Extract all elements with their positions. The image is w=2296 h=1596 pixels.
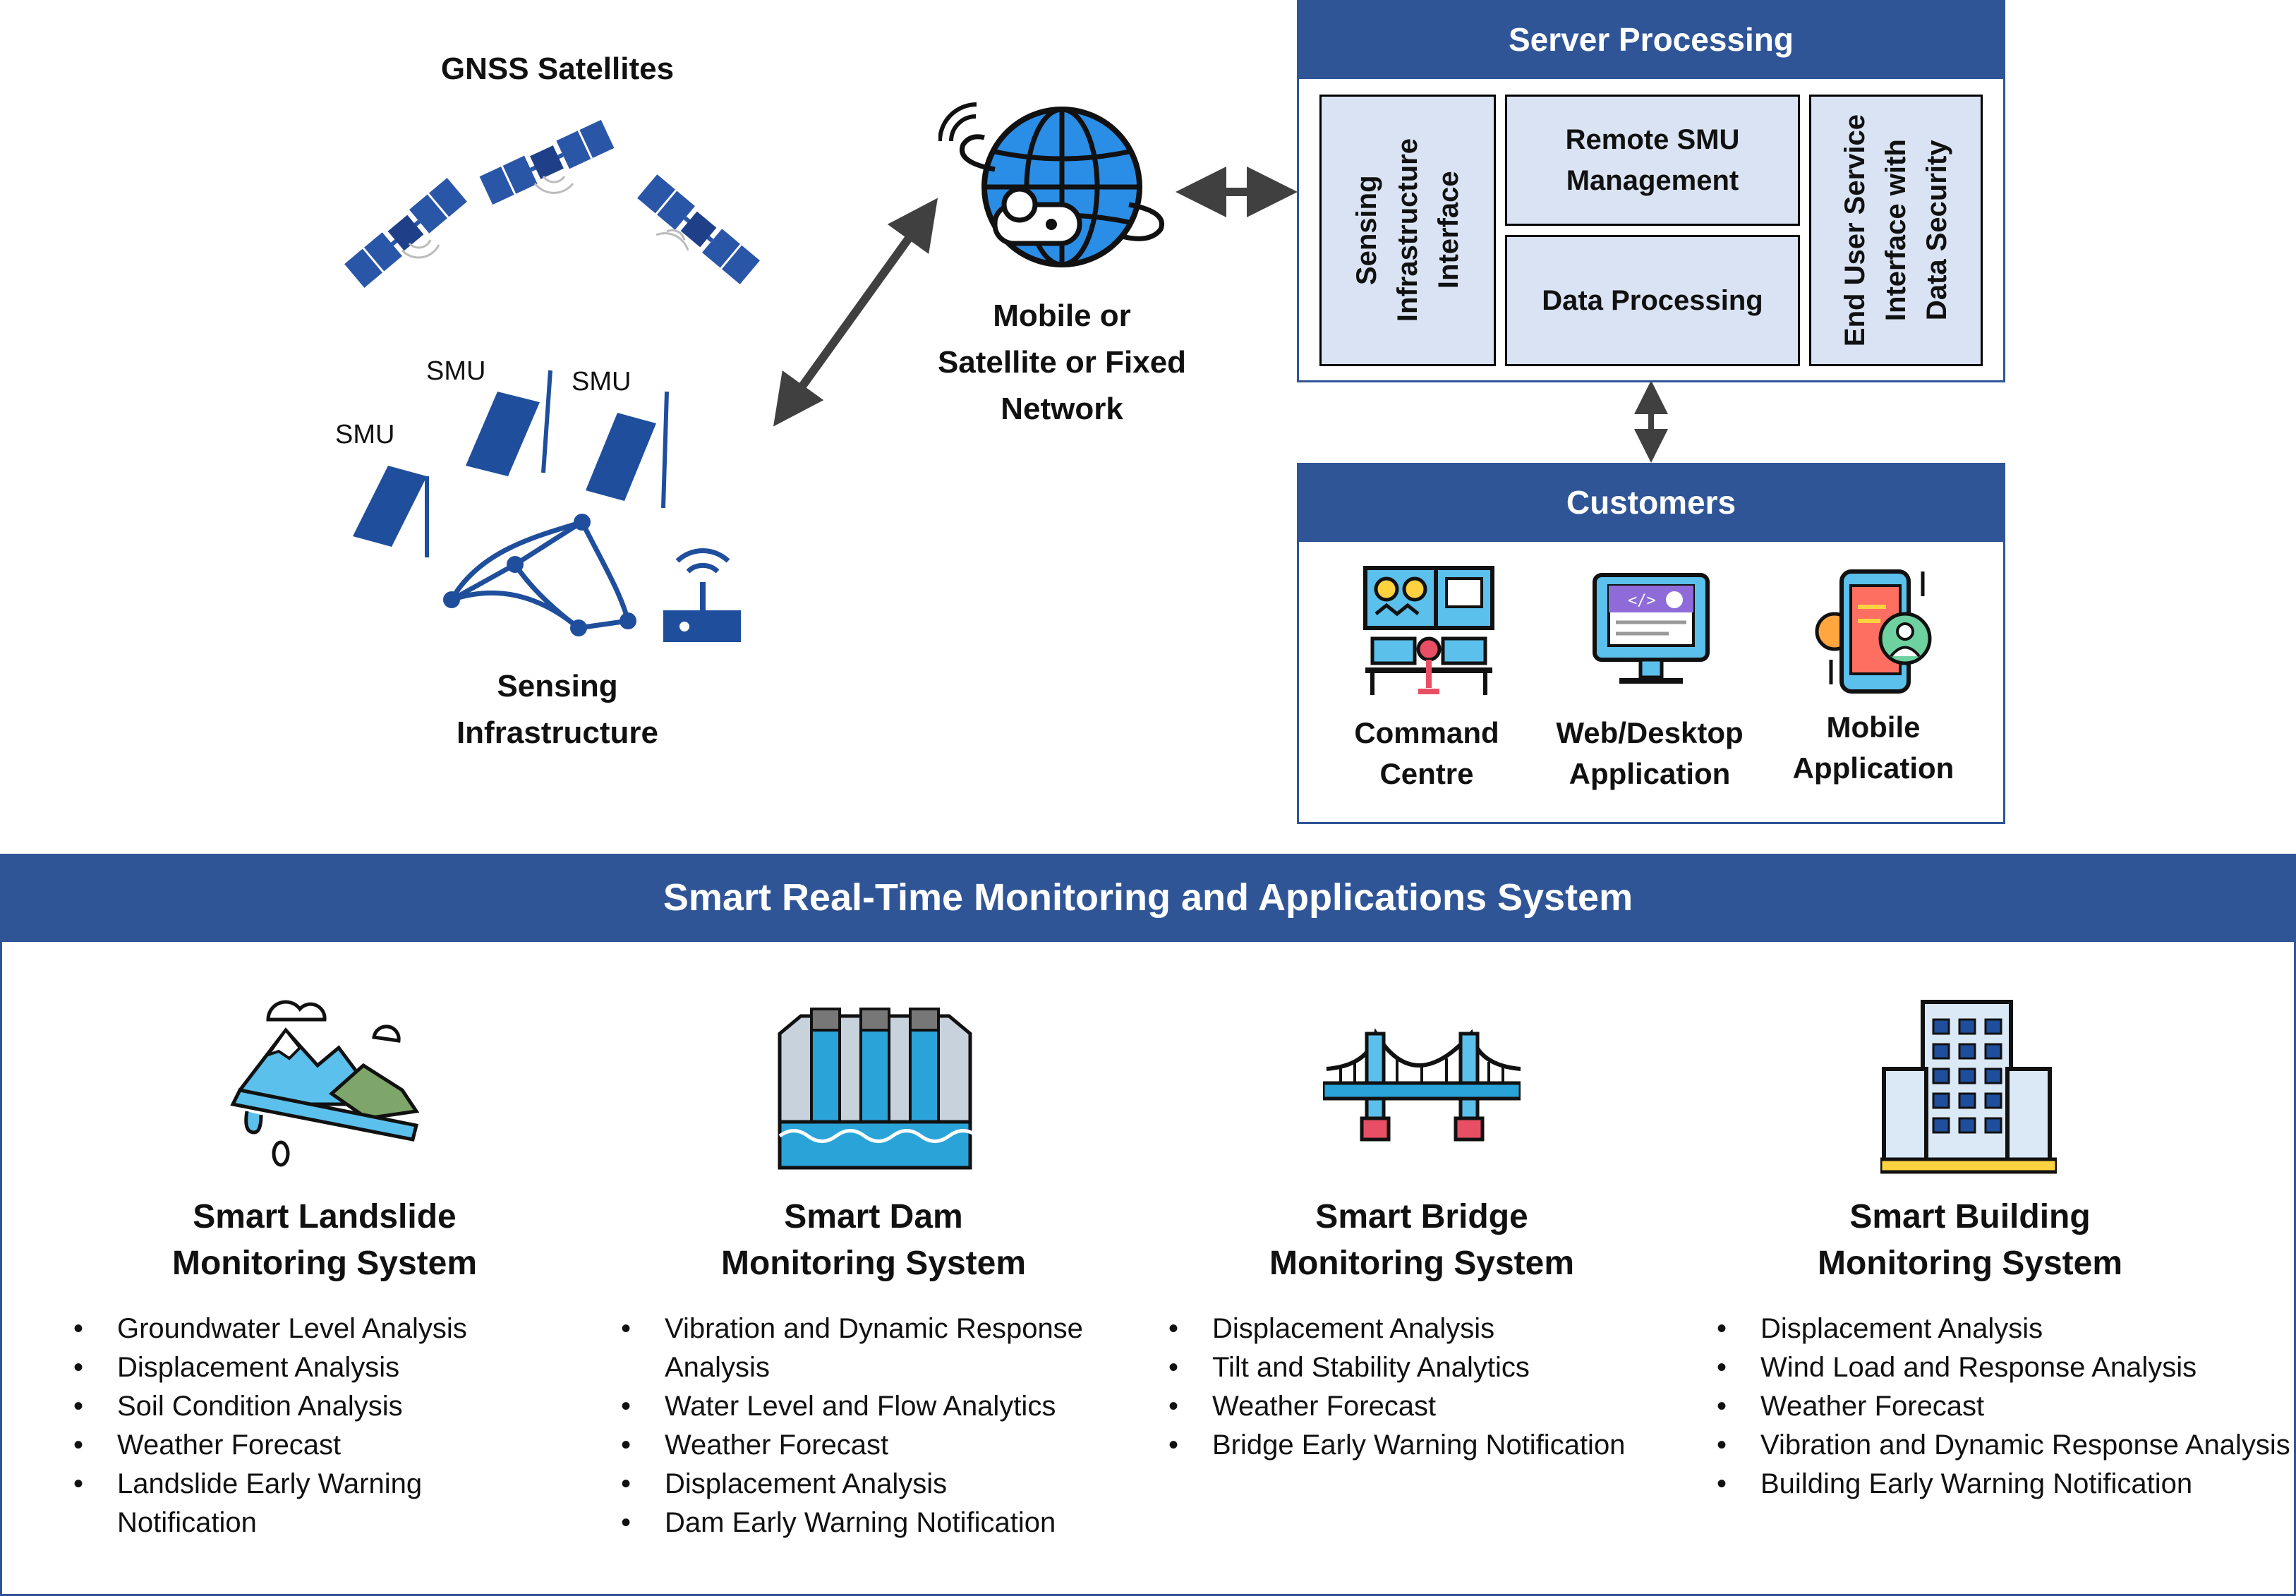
- list-item: Displacement Analysis: [1168, 1310, 1748, 1348]
- mobile-line2: Application: [1792, 751, 1954, 785]
- network-label-line2: Satellite or Fixed: [937, 345, 1187, 380]
- list-item: Groundwater Level Analysis: [73, 1310, 555, 1348]
- globe-network-icon: [938, 102, 1164, 267]
- end-user-line2: Interface with: [1880, 139, 1911, 322]
- list-item: Weather Forecast: [1168, 1387, 1748, 1426]
- dam-icon: [778, 1008, 974, 1170]
- building-title: Smart Building Monitoring System: [1702, 1194, 2238, 1287]
- list-item: Vibration and Dynamic Response Analysis: [621, 1310, 1159, 1387]
- sensing-label-line2: Infrastructure: [456, 715, 659, 750]
- list-item: Weather Forecast: [73, 1426, 555, 1465]
- web-desktop-line2: Application: [1569, 757, 1731, 790]
- arrow-sensing-network: [773, 198, 938, 427]
- mobile-app-icon: [1815, 569, 1932, 694]
- dam-feature-list: Vibration and Dynamic Response Analysis …: [621, 1310, 1159, 1542]
- satellites-icon: [332, 106, 769, 289]
- bridge-title-line2: Monitoring System: [1269, 1245, 1575, 1282]
- sensing-interface-text: Sensing Infrastructure Interface: [1346, 138, 1469, 322]
- sensing-interface-line2: Infrastructure: [1392, 138, 1423, 322]
- remote-smu-line1: Remote SMU: [1565, 124, 1740, 155]
- sensing-infrastructure-label: Sensing Infrastructure: [395, 663, 720, 756]
- smu-panels-icon: [353, 370, 741, 642]
- customer-command-centre: Command Centre: [1314, 713, 1540, 794]
- list-item: Building Early Warning Notification: [1717, 1465, 2296, 1504]
- command-centre-icon: [1363, 566, 1494, 695]
- sensing-label-line1: Sensing: [497, 669, 618, 703]
- end-user-line3: Data Security: [1921, 140, 1952, 321]
- customer-web-desktop: Web/Desktop Application: [1537, 713, 1763, 794]
- bridge-icon: [1323, 1028, 1521, 1142]
- building-feature-list: Displacement Analysis Wind Load and Resp…: [1717, 1310, 2296, 1504]
- server-processing-title: Server Processing: [1297, 0, 2005, 79]
- list-item: Displacement Analysis: [1717, 1310, 2296, 1348]
- sensing-interface-line1: Sensing: [1351, 175, 1382, 286]
- data-processing: Data Processing: [1505, 235, 1800, 366]
- end-user-line1: End User Service: [1839, 114, 1871, 347]
- sensing-infrastructure-interface: Sensing Infrastructure Interface: [1319, 95, 1496, 366]
- list-item: Wind Load and Response Analysis: [1717, 1348, 2296, 1387]
- command-centre-line2: Centre: [1379, 757, 1474, 790]
- list-item: Displacement Analysis: [73, 1348, 555, 1387]
- end-user-service-interface: End User Service Interface with Data Sec…: [1809, 95, 1983, 366]
- bridge-feature-list: Displacement Analysis Tilt and Stability…: [1168, 1310, 1748, 1465]
- data-processing-label: Data Processing: [1542, 285, 1763, 316]
- dam-title-line2: Monitoring System: [720, 1245, 1027, 1282]
- landslide-feature-list: Groundwater Level Analysis Displacement …: [73, 1310, 555, 1542]
- remote-smu-line2: Management: [1566, 165, 1739, 196]
- landslide-title-line1: Smart Landslide: [193, 1198, 457, 1235]
- smu-label-2: SMU: [572, 367, 632, 397]
- smu-label-1: SMU: [426, 356, 486, 386]
- customers-title: Customers: [1297, 463, 2005, 542]
- list-item: Water Level and Flow Analytics: [621, 1387, 1159, 1426]
- dam-title: Smart Dam Monitoring System: [605, 1194, 1142, 1287]
- network-label-line1: Mobile or: [993, 298, 1131, 333]
- svg-text:</>: </>: [1628, 592, 1656, 610]
- list-item: Soil Condition Analysis: [73, 1387, 555, 1426]
- list-item: Weather Forecast: [621, 1426, 1159, 1465]
- smart-system-title: Smart Real-Time Monitoring and Applicati…: [0, 854, 2296, 942]
- landslide-title: Smart Landslide Monitoring System: [56, 1194, 593, 1287]
- dam-title-line1: Smart Dam: [784, 1198, 963, 1235]
- smu-label-3: SMU: [335, 420, 395, 449]
- building-title-line1: Smart Building: [1849, 1198, 2091, 1235]
- bridge-title-line1: Smart Bridge: [1315, 1198, 1528, 1235]
- end-user-text: End User Service Interface with Data Sec…: [1835, 114, 1957, 346]
- gnss-satellites-label: GNSS Satellites: [440, 52, 675, 86]
- list-item: Tilt and Stability Analytics: [1168, 1348, 1748, 1387]
- landslide-title-line2: Monitoring System: [171, 1245, 478, 1282]
- list-item: Dam Early Warning Notification: [621, 1504, 1159, 1542]
- web-desktop-line1: Web/Desktop: [1556, 716, 1744, 749]
- network-label: Mobile or Satellite or Fixed Network: [893, 293, 1231, 433]
- list-item: Landslide Early Warning Notification: [73, 1465, 555, 1542]
- web-desktop-icon: </>: [1593, 573, 1710, 684]
- list-item: Vibration and Dynamic Response Analysis: [1717, 1426, 2296, 1465]
- remote-smu-management: Remote SMU Management: [1505, 95, 1800, 226]
- command-centre-line1: Command: [1354, 716, 1499, 749]
- network-label-line3: Network: [1001, 392, 1123, 426]
- mobile-line1: Mobile: [1826, 711, 1921, 744]
- customer-mobile: Mobile Application: [1760, 707, 1986, 789]
- list-item: Bridge Early Warning Notification: [1168, 1426, 1748, 1465]
- landslide-icon: [230, 1000, 420, 1167]
- connector-arrows: [773, 167, 1668, 463]
- list-item: Displacement Analysis: [621, 1465, 1159, 1504]
- building-title-line2: Monitoring System: [1817, 1245, 2123, 1282]
- building-icon: [1880, 1000, 2057, 1174]
- sensing-interface-line3: Interface: [1433, 171, 1464, 289]
- list-item: Weather Forecast: [1717, 1387, 2296, 1426]
- bridge-title: Smart Bridge Monitoring System: [1154, 1194, 1690, 1287]
